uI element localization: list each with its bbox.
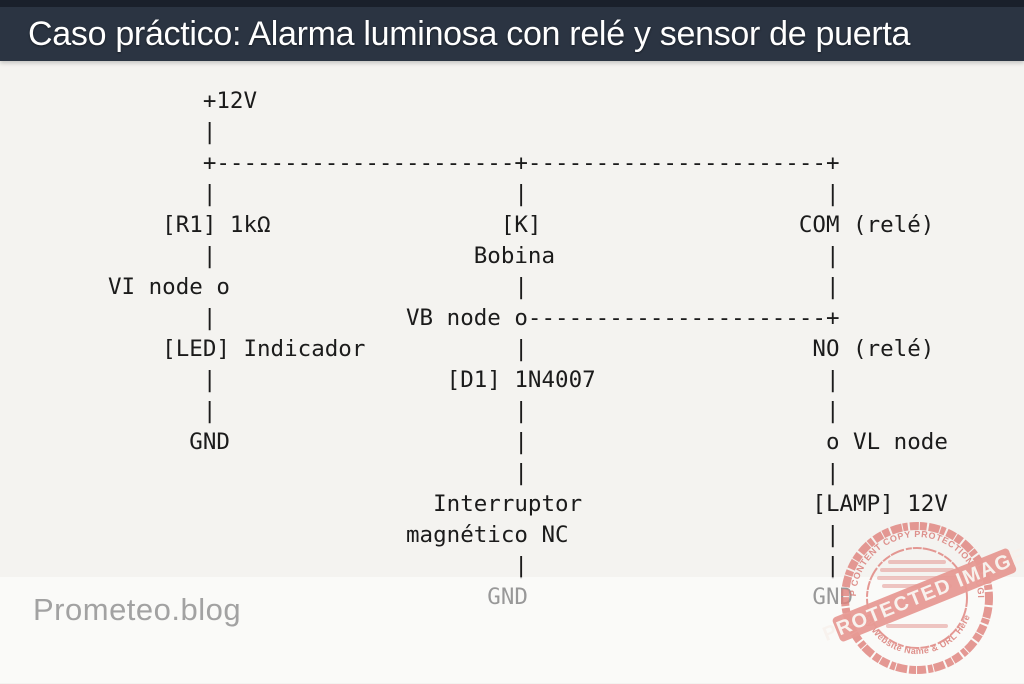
header-top-strip bbox=[0, 0, 1024, 7]
protected-image-watermark-stamp: WP CONTENT COPY PROTECTION PLUGIN My Web… bbox=[822, 512, 1024, 674]
stamp-outer-ring bbox=[841, 522, 993, 674]
slide-header-bar: Caso práctico: Alarma luminosa con relé … bbox=[0, 0, 1024, 61]
brand-text: Prometeo.blog bbox=[33, 592, 242, 627]
stamp-inner-ring bbox=[866, 547, 968, 649]
slide-title: Caso práctico: Alarma luminosa con relé … bbox=[28, 14, 911, 53]
stamp-banner bbox=[832, 548, 1017, 642]
